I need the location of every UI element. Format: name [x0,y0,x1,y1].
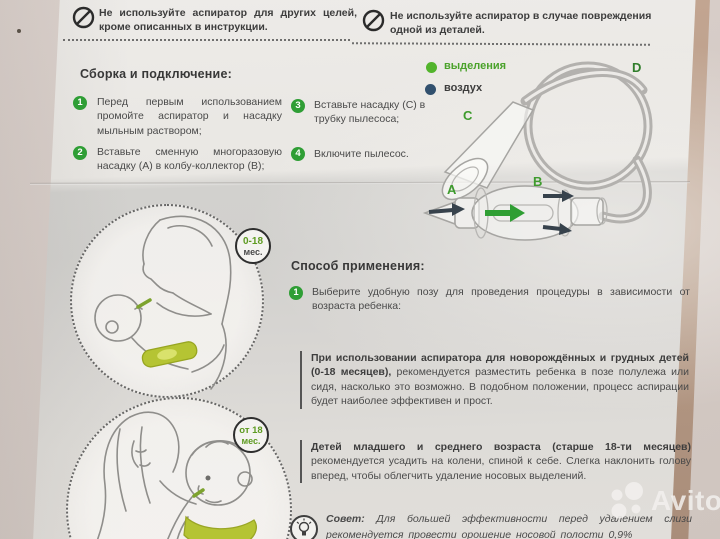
usage-title: Способ применения: [291,259,425,273]
paragraph-bold-lead: При использовании аспиратора для новорож… [311,352,689,379]
assembly-title: Сборка и подключение: [80,67,232,81]
green-bib-drawing [183,515,257,539]
assembly-step-3: Вставьте насадку (С) в трубку пылесоса; [314,99,426,126]
badge-unit: мес. [241,436,261,446]
tip-text: Совет: Для большей эффективности перед у… [326,512,692,539]
label-b: B [533,174,542,189]
label-d: D [632,60,641,75]
aspirator-diagram: A B C D [422,60,653,241]
badge-age: 0-18 [242,236,263,247]
tip-line-2: рекомендуется провести орошение носовой … [326,528,633,539]
air-arrow [542,225,562,231]
paragraph-body: рекомендуется усадить на колени, спиной … [311,455,691,482]
legend-air: воздух [444,82,483,94]
badge-age: от 18 [239,425,263,436]
paragraph-body: рекомендуется разместить ребенка в позе … [311,366,689,408]
avito-watermark: Avito [606,480,720,522]
warning-right: Не используйте аспиратор в случае повреж… [390,10,652,37]
mother-toddler-drawing [96,411,257,539]
warning-left: Не используйте аспиратор для других целе… [99,7,357,34]
avito-wordmark: Avito [651,485,720,516]
air-arrow [428,208,454,214]
prohibition-icon [72,6,95,29]
assembly-step-1: Перед первым использованием промойте асп… [97,96,282,137]
usage-paragraph-toddlers: Детей младшего и среднего возраста (стар… [300,440,691,484]
usage-step-1: Выберите удобную позу для проведения про… [312,286,690,313]
secretions-dot-icon [426,62,437,73]
badge-unit: мес. [243,247,263,257]
step-number: 4 [291,147,305,161]
avito-logo-icon [611,482,643,519]
age-badge-0-18: 0-18 мес. [235,228,271,264]
step-number: 1 [289,286,303,300]
dust-speck [17,29,21,33]
age-badge-over-18: от 18 мес. [233,417,269,453]
lightbulb-icon [290,515,318,539]
step-number: 1 [73,96,87,110]
air-dot-icon [425,84,436,95]
label-a: A [447,182,457,197]
divider-dotted [63,39,350,41]
tip-line-1: Для большей эффективности перед удаление… [376,513,692,525]
step-number: 2 [73,146,87,160]
step-number: 3 [291,99,305,113]
illustration-infant-position [70,204,264,398]
label-c: C [463,108,473,123]
mother-baby-drawing [94,215,232,390]
paragraph-bold-lead: Детей младшего и среднего возраста (стар… [311,441,691,453]
legend-secretions: выделения [444,60,507,72]
usage-paragraph-infants: При использовании аспиратора для новорож… [300,351,689,409]
assembly-step-4: Включите пылесос. [314,148,409,160]
prohibition-icon [362,9,385,32]
tip-label: Совет: [326,513,365,525]
assembly-step-2: Вставьте сменную многоразовую насадку (А… [97,146,282,173]
